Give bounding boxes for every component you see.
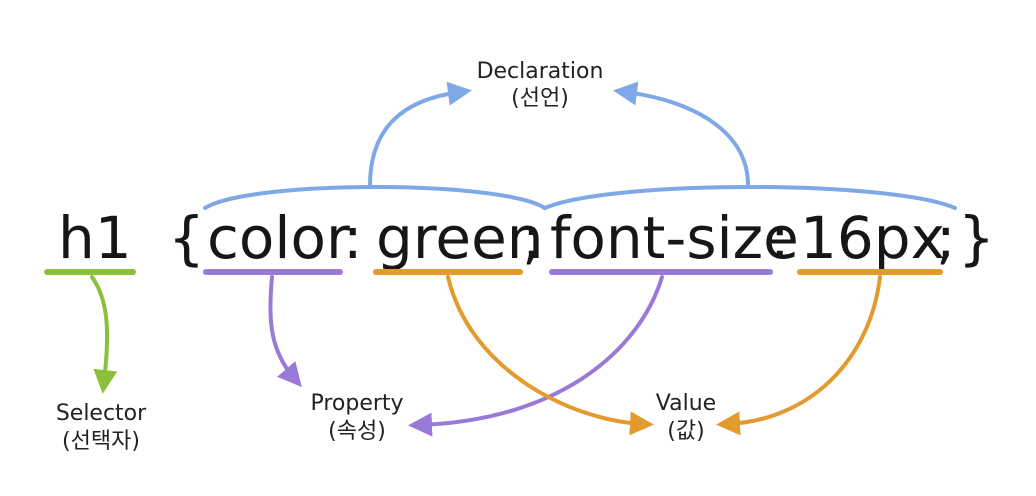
open-brace: {	[168, 204, 205, 272]
selector-text: h1	[58, 204, 132, 272]
declaration-brace-left	[203, 185, 547, 210]
selector-label: Selector	[56, 401, 147, 426]
property-font-size-text: font-size	[550, 204, 799, 272]
property-label: Property	[310, 391, 403, 416]
selector-ko-label: (선택자)	[62, 429, 140, 454]
property-arrow-color	[268, 275, 302, 388]
value-16px-text: 16px	[800, 204, 945, 272]
declaration-arrow-right	[613, 81, 750, 187]
value-label: Value	[656, 391, 716, 416]
property-color-text: color	[207, 204, 350, 272]
property-arrow-font-size	[408, 275, 664, 437]
value-arrow-green	[446, 275, 654, 436]
value-ko-label: (값)	[667, 419, 704, 444]
colon-2: :	[770, 204, 790, 272]
declaration-ko-label: (선언)	[511, 86, 569, 111]
selector-arrow	[90, 275, 118, 394]
declaration-arrow-left	[368, 81, 472, 188]
value-arrow-16px	[716, 275, 882, 436]
declaration-label: Declaration	[477, 59, 604, 84]
colon-1: :	[343, 204, 363, 272]
semicolon-2: ;	[936, 204, 956, 272]
declaration-brace-right	[543, 185, 957, 210]
semicolon-1: ;	[522, 204, 542, 272]
value-green-text: green	[376, 204, 544, 272]
property-ko-label: (속성)	[328, 419, 386, 444]
close-brace: }	[958, 204, 995, 272]
